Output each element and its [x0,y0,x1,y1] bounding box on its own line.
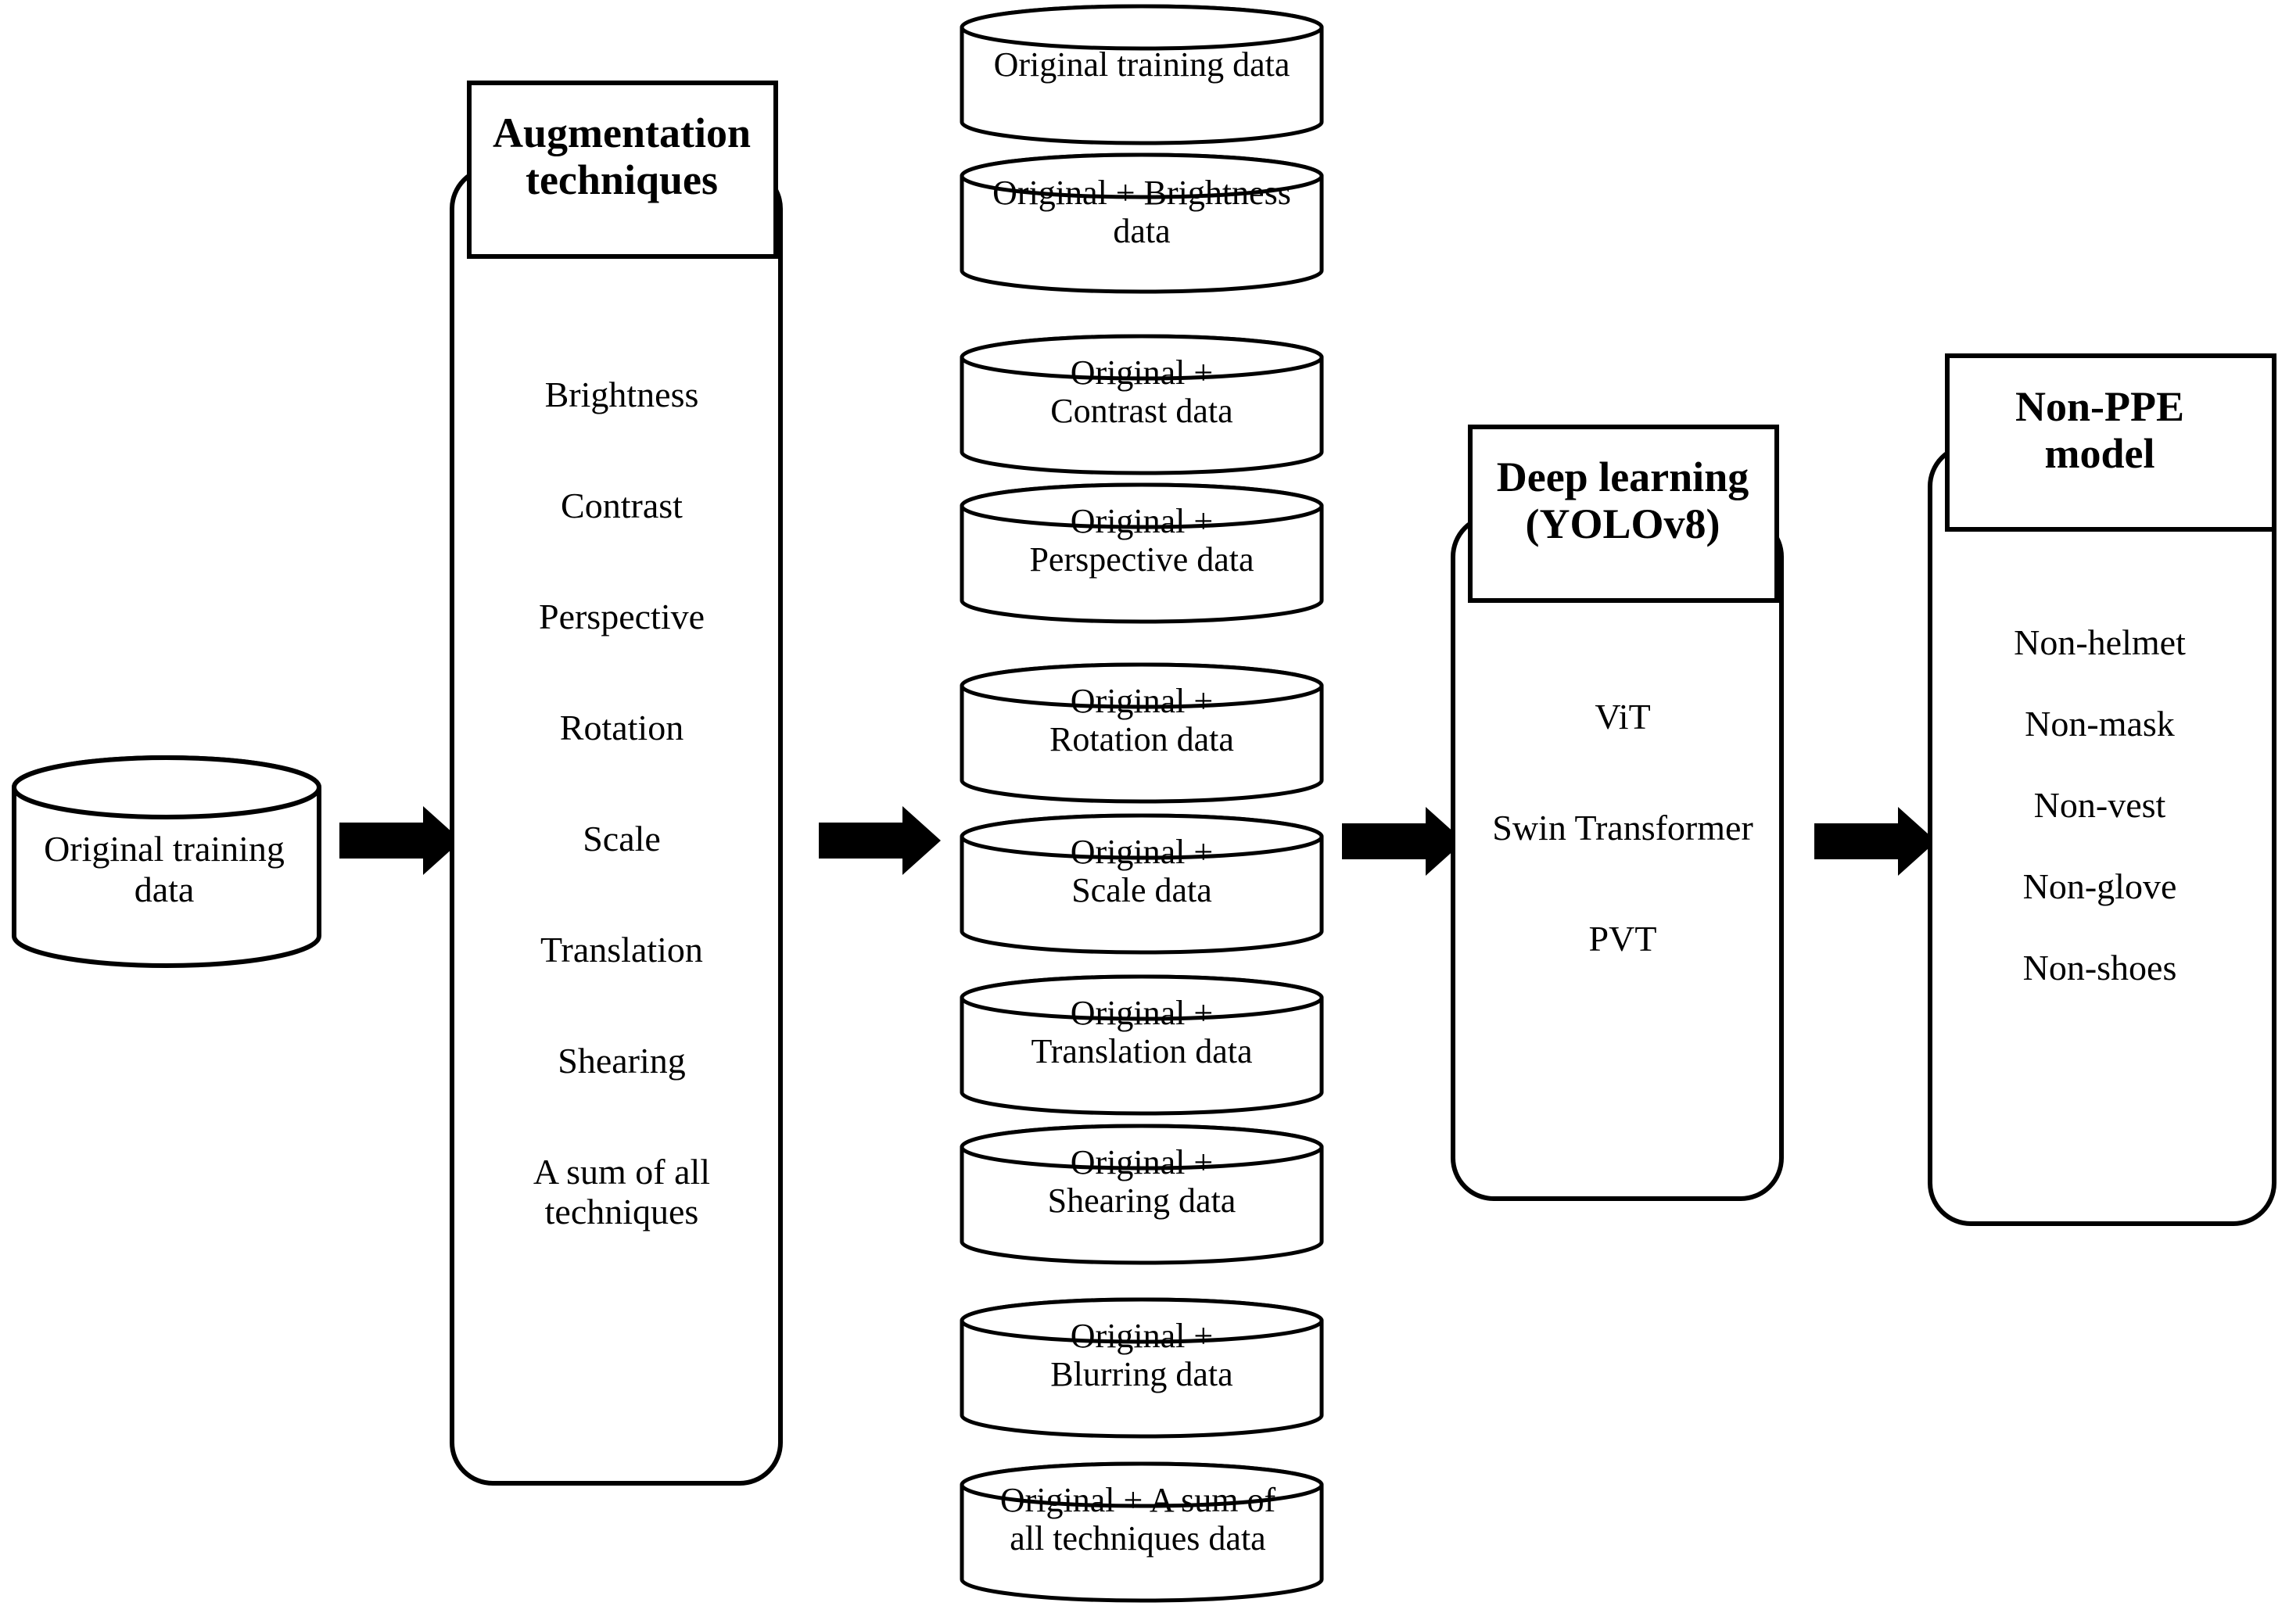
source-cylinder [12,755,321,968]
non-ppe-class-list: Non-helmet Non-mask Non-vest Non-glove N… [1939,622,2260,1028]
cylinder-label-original-training: Original training data [993,45,1290,84]
non-ppe-item-non-mask: Non-mask [2025,704,2175,744]
augmentation-item-scale: Scale [583,819,661,859]
deep-learning-model-list: ViT Swin Transformer PVT [1462,696,1783,1029]
cylinder-label-rotation: Original + Rotation data [1049,682,1234,759]
deep-learning-panel-container [1451,425,1784,1201]
cylinder-label-perspective: Original + Perspective data [1029,502,1254,579]
deep-learning-item-swin-transformer: Swin Transformer [1492,808,1753,848]
cylinder-label-sum-all: Original + A sum of all techniques data [999,1481,1276,1558]
cylinder-label-shearing: Original + Shearing data [1047,1143,1236,1221]
source-cylinder-label: Original training data [44,829,285,909]
deep-learning-panel-header: Deep learning (YOLOv8) [1496,454,1749,548]
non-ppe-item-non-glove: Non-glove [2022,866,2177,906]
augmentation-item-contrast: Contrast [561,486,683,525]
non-ppe-panel-container [1928,353,2276,1226]
non-ppe-panel-header: Non-PPE model [2015,383,2184,478]
augmentation-item-shearing: Shearing [558,1041,686,1081]
cylinder-label-translation: Original + Translation data [1031,994,1253,1071]
augmentation-panel-container [450,81,783,1486]
augmentation-technique-list: Brightness Contrast Perspective Rotation… [465,375,778,1264]
augmentation-item-rotation: Rotation [559,708,684,747]
arrow-source-to-augmentation-icon [339,806,461,875]
non-ppe-item-non-helmet: Non-helmet [2014,622,2186,662]
cylinder-label-scale: Original + Scale data [1070,833,1214,910]
cylinder-label-contrast: Original + Contrast data [1050,353,1233,431]
cylinder-label-brightness: Original + Brightness data [992,174,1291,251]
arrow-augmentation-to-datasets-icon [819,806,941,875]
augmentation-item-translation: Translation [540,930,703,970]
augmentation-panel-header: Augmentation techniques [492,109,751,204]
non-ppe-item-non-vest: Non-vest [2033,785,2166,825]
augmentation-item-sum-all: A sum of all techniques [533,1152,711,1231]
arrow-datasets-to-deeplearning-icon [1342,807,1464,876]
augmentation-item-brightness: Brightness [544,375,699,414]
deep-learning-item-vit: ViT [1595,697,1651,737]
augmentation-item-perspective: Perspective [538,597,705,636]
non-ppe-item-non-shoes: Non-shoes [2022,948,2177,988]
cylinder-label-blurring: Original + Blurring data [1050,1317,1233,1394]
arrow-deeplearning-to-nonppe-icon [1814,807,1936,876]
deep-learning-item-pvt: PVT [1588,919,1657,959]
